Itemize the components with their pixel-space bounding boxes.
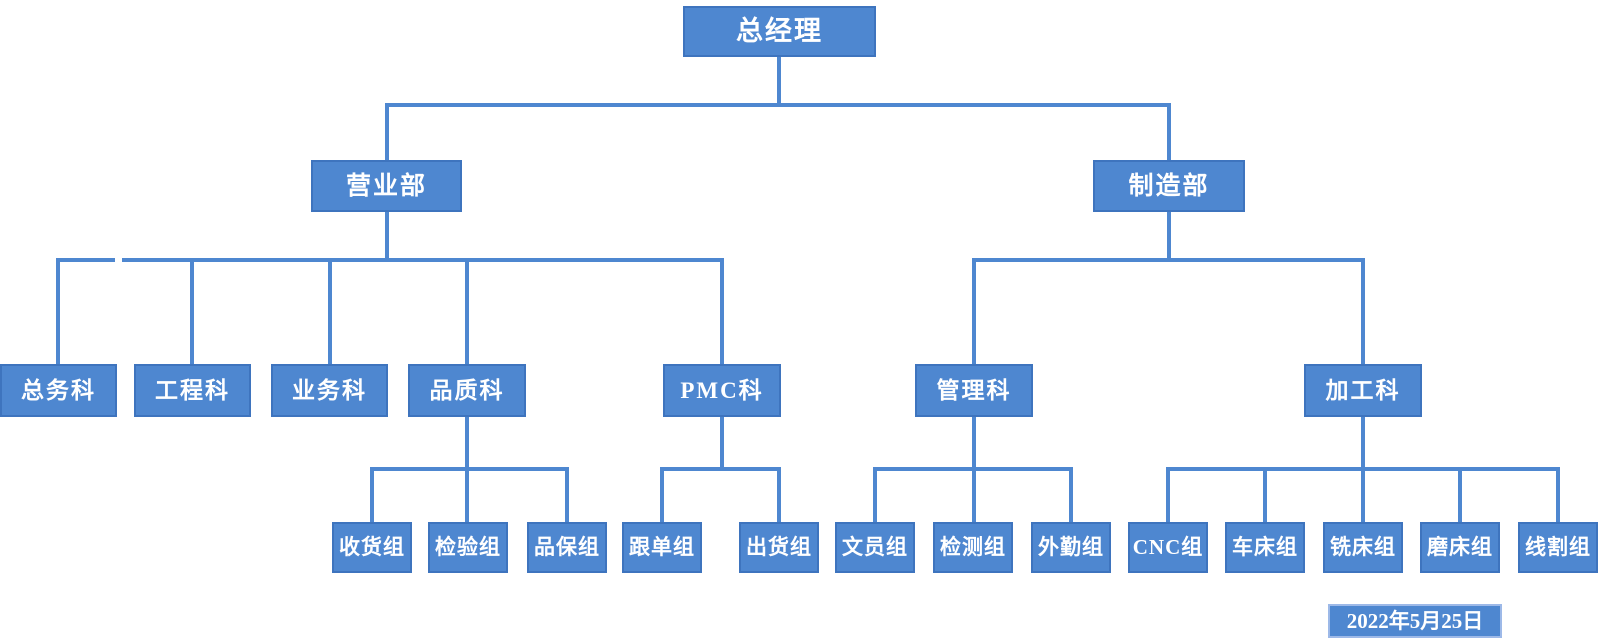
connector-line xyxy=(1069,467,1073,522)
node-milling-group: 铣床组 xyxy=(1323,522,1403,573)
node-grinding-group: 磨床组 xyxy=(1420,522,1500,573)
node-manufacturing-dept: 制造部 xyxy=(1093,160,1245,212)
connector-line xyxy=(328,258,332,366)
connector-line xyxy=(1166,467,1170,522)
node-testing-group: 检测组 xyxy=(933,522,1013,573)
connector-line xyxy=(56,258,115,262)
node-sales-dept: 营业部 xyxy=(311,160,462,212)
node-cnc-group: CNC组 xyxy=(1128,522,1208,573)
node-shipping-group: 出货组 xyxy=(739,522,819,573)
connector-line xyxy=(873,467,1073,471)
connector-line xyxy=(370,467,374,522)
connector-line xyxy=(56,258,60,366)
node-general-affairs-section: 总务科 xyxy=(0,364,117,417)
connector-line xyxy=(660,467,781,471)
node-quality-assurance-group: 品保组 xyxy=(527,522,607,573)
connector-line xyxy=(385,103,1171,107)
connector-line xyxy=(873,467,877,522)
connector-line xyxy=(370,467,569,471)
connector-line xyxy=(1458,467,1462,522)
connector-line xyxy=(972,258,1365,262)
node-receiving-group: 收货组 xyxy=(332,522,412,573)
node-business-section: 业务科 xyxy=(271,364,388,417)
connector-line xyxy=(720,258,724,366)
connector-line xyxy=(122,258,724,262)
connector-line xyxy=(190,258,194,366)
node-field-group: 外勤组 xyxy=(1031,522,1111,573)
node-wire-cutting-group: 线割组 xyxy=(1518,522,1598,573)
connector-line xyxy=(465,258,469,366)
node-clerk-group: 文员组 xyxy=(835,522,915,573)
connector-line xyxy=(1167,212,1171,262)
connector-line xyxy=(1167,103,1171,162)
connector-line xyxy=(972,258,976,366)
connector-line xyxy=(660,467,664,522)
node-order-following-group: 跟单组 xyxy=(622,522,702,573)
connector-line xyxy=(777,467,781,522)
connector-line xyxy=(720,417,724,471)
connector-line xyxy=(1166,467,1560,471)
node-quality-section: 品质科 xyxy=(408,364,526,417)
node-management-section: 管理科 xyxy=(915,364,1033,417)
node-engineering-section: 工程科 xyxy=(134,364,251,417)
node-lathe-group: 车床组 xyxy=(1225,522,1305,573)
connector-line xyxy=(1556,467,1560,522)
node-inspection-group: 检验组 xyxy=(428,522,508,573)
connector-line xyxy=(777,55,781,106)
date-label: 2022年5月25日 xyxy=(1328,604,1502,638)
connector-line xyxy=(1263,467,1267,522)
connector-line xyxy=(385,103,389,162)
node-machining-section: 加工科 xyxy=(1304,364,1422,417)
connector-line xyxy=(1361,258,1365,366)
node-pmc-section: PMC科 xyxy=(663,364,781,417)
connector-line xyxy=(385,212,389,262)
connector-line xyxy=(565,467,569,522)
node-general-manager: 总经理 xyxy=(683,6,876,57)
